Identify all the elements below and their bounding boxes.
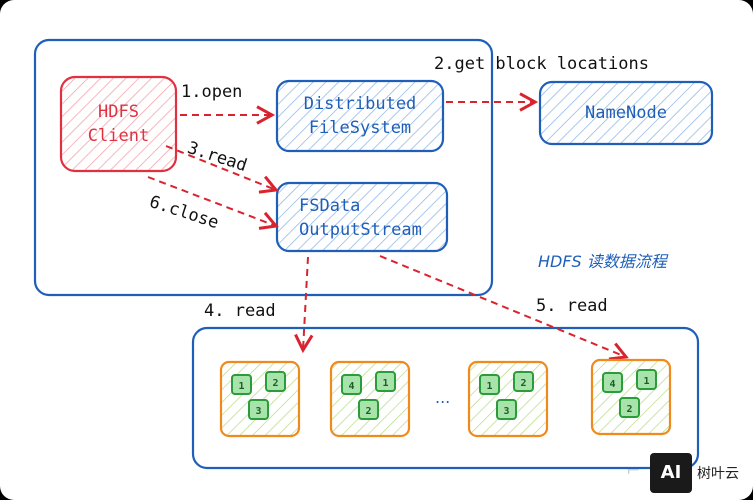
block-square — [358, 399, 379, 420]
hdfs-client-line1: HDFS — [98, 102, 139, 122]
block-square — [341, 374, 362, 395]
edge-label-read-5: 5. read — [536, 296, 608, 316]
block-square — [619, 397, 640, 418]
hdfs-client-line2: Client — [87, 126, 150, 146]
block-replica: 2 — [265, 371, 286, 392]
watermark-logo: AI — [650, 453, 692, 493]
block-replica: 1 — [636, 369, 657, 390]
block-square — [265, 371, 286, 392]
watermark-fragment-icon: ⌐ — [626, 461, 641, 481]
block-square — [602, 372, 623, 393]
namenode-node — [538, 80, 714, 146]
block-replica: 1 — [231, 374, 252, 395]
arrow-read-4 — [294, 256, 314, 354]
arrow-close-6 — [147, 176, 279, 230]
block-number: 3 — [255, 406, 261, 417]
block-replica: 2 — [358, 399, 379, 420]
block-number: 1 — [643, 376, 649, 387]
block-number: 2 — [626, 404, 632, 415]
block-number: 2 — [272, 378, 278, 389]
block-replica: 1 — [375, 371, 396, 392]
block-square — [496, 399, 517, 420]
block-number: 3 — [503, 406, 509, 417]
block-replica: 4 — [341, 374, 362, 395]
edge-label-read-4: 4. read — [204, 301, 276, 321]
block-square — [479, 374, 500, 395]
fsdata-label: FSData OutputStream — [277, 194, 447, 242]
dfs-label: Distributed FileSystem — [277, 92, 443, 140]
block-replica: 3 — [496, 399, 517, 420]
arrow-read-5 — [379, 255, 629, 361]
edge-label-open: 1.open — [181, 82, 243, 102]
block-square — [636, 369, 657, 390]
block-square — [375, 371, 396, 392]
datanode-ellipsis: ... — [435, 388, 451, 407]
blocks-layer: 1 2 3 4 1 2 1 2 3 4 1 2 — [231, 369, 657, 420]
block-square — [248, 399, 269, 420]
datanode-cluster-container — [191, 326, 700, 470]
block-number: 1 — [382, 378, 388, 389]
block-number: 4 — [609, 379, 615, 390]
hdfs-client-node — [59, 75, 178, 173]
dfs-line2: FileSystem — [308, 118, 412, 138]
edge-label-get-block: 2.get block locations — [434, 54, 649, 74]
dfs-line1: Distributed — [303, 94, 417, 114]
namenode-label: NameNode — [585, 103, 667, 123]
block-number: 2 — [520, 378, 526, 389]
fsdata-line2: OutputStream — [299, 220, 422, 240]
block-replica: 3 — [248, 399, 269, 420]
block-number: 2 — [365, 406, 371, 417]
block-number: 1 — [238, 381, 244, 392]
fsdata-line1: FSData — [299, 196, 361, 216]
block-replica: 1 — [479, 374, 500, 395]
block-replica: 4 — [602, 372, 623, 393]
diagram-caption: HDFS 读数据流程 — [538, 252, 667, 271]
block-number: 4 — [348, 381, 354, 392]
block-square — [231, 374, 252, 395]
block-replica: 2 — [513, 371, 534, 392]
block-number: 1 — [486, 381, 492, 392]
block-replica: 2 — [619, 397, 640, 418]
watermark-text: 树叶云 — [697, 466, 739, 482]
block-square — [513, 371, 534, 392]
watermark: ⌐ AI 树叶云 — [624, 453, 749, 497]
hdfs-client-label: HDFS Client — [61, 100, 176, 148]
distributed-filesystem-node — [275, 79, 445, 153]
arrow-read-3 — [165, 145, 279, 194]
client-side-container — [33, 38, 494, 297]
